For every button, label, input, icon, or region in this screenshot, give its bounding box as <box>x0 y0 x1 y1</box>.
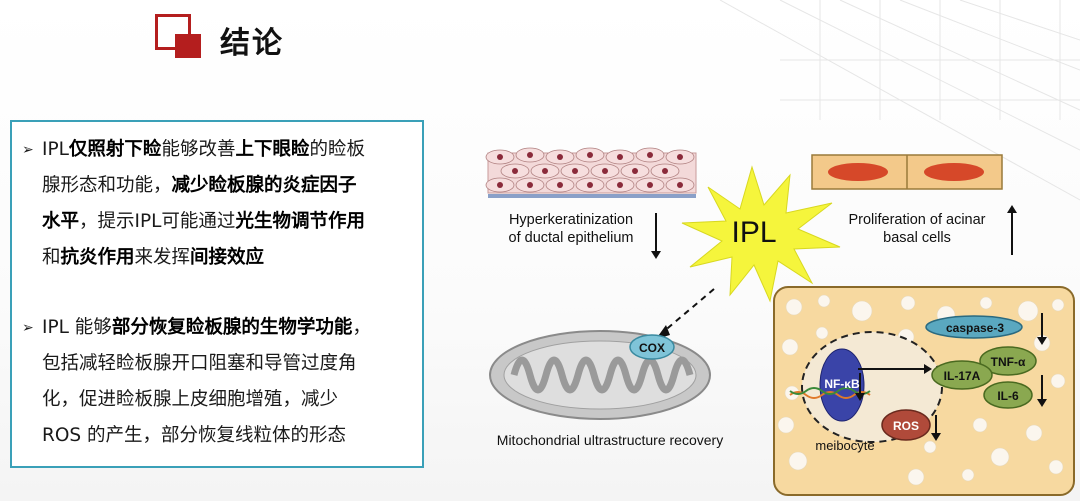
bullet-1: ➢ IPL仅照射下睑能够改善上下眼睑的睑板 腺形态和功能，减少睑板腺的炎症因子 … <box>22 132 422 276</box>
il-17a-label: IL-17A <box>943 369 981 383</box>
ductal-epithelium-illustration <box>485 147 697 198</box>
mitochondrial-recovery-label: Mitochondrial ultrastructure recovery <box>496 432 724 448</box>
meibocyte-illustration <box>773 286 1075 496</box>
title-square-icon <box>155 14 203 58</box>
ipl-label: IPL <box>731 216 777 249</box>
tnf-alpha-label: TNF-α <box>990 355 1026 369</box>
bullet-2: ➢ IPL 能够部分恢复睑板腺的生物学功能， 包括减轻睑板腺开口阻塞和导管过度角… <box>22 310 422 454</box>
bullet-arrow-icon: ➢ <box>22 320 34 336</box>
decrease-arrow-icon <box>651 213 661 259</box>
mitochondrion-illustration <box>489 330 711 420</box>
ipl-starburst <box>681 165 841 303</box>
page-title: 结论 <box>220 26 284 61</box>
caspase-3-label: caspase-3 <box>945 321 1005 335</box>
meibocyte-label: meibocyte <box>815 438 875 453</box>
increase-arrow-icon <box>1007 205 1017 255</box>
bullet-arrow-icon: ➢ <box>22 142 34 158</box>
nf-kb-label: NF-κB <box>824 377 860 391</box>
dashed-arrow <box>656 288 715 339</box>
cox-label: COX <box>638 341 665 355</box>
il-6-label: IL-6 <box>997 389 1019 403</box>
ros-label: ROS <box>892 419 919 433</box>
conclusion-textbox: ➢ IPL仅照射下睑能够改善上下眼睑的睑板 腺形态和功能，减少睑板腺的炎症因子 … <box>10 120 424 468</box>
acinar-cells-illustration <box>811 154 1003 190</box>
